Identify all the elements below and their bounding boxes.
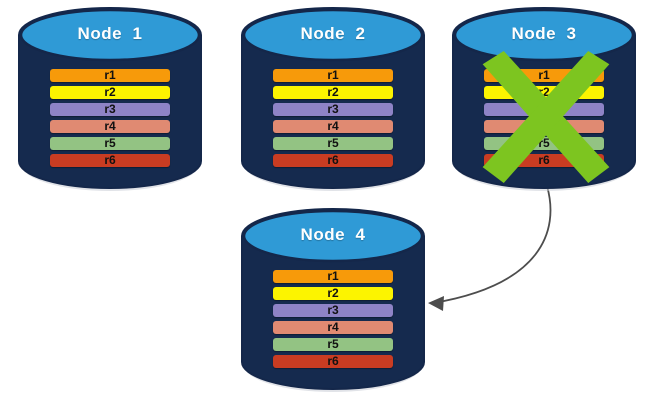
node-4-row-r3-label: r3 <box>327 303 339 317</box>
node-2-row-r4-label: r4 <box>327 119 339 133</box>
node-3-row-r2[interactable]: r2 <box>484 86 604 99</box>
node-1-row-r2[interactable]: r2 <box>50 86 170 99</box>
node-4-row-r3[interactable]: r3 <box>273 304 393 317</box>
node-2-row-r1[interactable]: r1 <box>273 69 393 82</box>
node-2-row-r3[interactable]: r3 <box>273 103 393 116</box>
node-4-row-r1-label: r1 <box>327 269 339 283</box>
node-2-row-r2[interactable]: r2 <box>273 86 393 99</box>
node-2-top-disc <box>242 8 424 62</box>
node-4-row-r1[interactable]: r1 <box>273 270 393 283</box>
node-3-row-r5[interactable]: r5 <box>484 137 604 150</box>
node-4-row-r5-label: r5 <box>327 337 339 351</box>
transfer-arrow-head <box>428 296 444 311</box>
node-4-row-r4-label: r4 <box>327 320 339 334</box>
node-1-row-r6-label: r6 <box>104 153 116 167</box>
node-3-row-r3-label: r3 <box>538 102 550 116</box>
node-1-row-r1[interactable]: r1 <box>50 69 170 82</box>
node-4-row-r5[interactable]: r5 <box>273 338 393 351</box>
node-1-row-r1-label: r1 <box>104 68 116 82</box>
node-4-row-r2[interactable]: r2 <box>273 287 393 300</box>
node-2-row-r5[interactable]: r5 <box>273 137 393 150</box>
node-4-row-r6-label: r6 <box>327 354 339 368</box>
node-2-rows: r1 r2 r3 r4 r5 r6 <box>241 69 425 167</box>
node-2-row-r6[interactable]: r6 <box>273 154 393 167</box>
node-4-top-disc <box>242 209 424 263</box>
node-4-row-r2-label: r2 <box>327 286 339 300</box>
node-3-row-r1[interactable]: r1 <box>484 69 604 82</box>
node-2-row-r6-label: r6 <box>327 153 339 167</box>
node-1-row-r3[interactable]: r3 <box>50 103 170 116</box>
node-3-row-r1-label: r1 <box>538 68 550 82</box>
node-3-row-r2-label: r2 <box>538 85 550 99</box>
node-1-rows: r1 r2 r3 r4 r5 r6 <box>18 69 202 167</box>
node-3-rows: r1 r2 r3 r4 r5 r6 <box>452 69 636 167</box>
node-3-top-disc <box>453 8 635 62</box>
node-3-row-r3[interactable]: r3 <box>484 103 604 116</box>
node-3-row-r4-label: r4 <box>538 119 550 133</box>
node-1-row-r3-label: r3 <box>104 102 116 116</box>
node-3-row-r6-label: r6 <box>538 153 550 167</box>
node-4-row-r4[interactable]: r4 <box>273 321 393 334</box>
node-2-row-r3-label: r3 <box>327 102 339 116</box>
node-2-row-r5-label: r5 <box>327 136 339 150</box>
node-1-row-r4[interactable]: r4 <box>50 120 170 133</box>
node-4-rows: r1 r2 r3 r4 r5 r6 <box>241 270 425 368</box>
node-2-row-r2-label: r2 <box>327 85 339 99</box>
node-2-row-r4[interactable]: r4 <box>273 120 393 133</box>
node-1-row-r5[interactable]: r5 <box>50 137 170 150</box>
node-2-row-r1-label: r1 <box>327 68 339 82</box>
node-3-row-r5-label: r5 <box>538 136 550 150</box>
node-1-row-r4-label: r4 <box>104 119 116 133</box>
node-3-row-r4[interactable]: r4 <box>484 120 604 133</box>
node-4-row-r6[interactable]: r6 <box>273 355 393 368</box>
transfer-arrow-path <box>432 185 552 304</box>
node-1-row-r2-label: r2 <box>104 85 116 99</box>
node-1-row-r5-label: r5 <box>104 136 116 150</box>
node-3-row-r6[interactable]: r6 <box>484 154 604 167</box>
node-1-row-r6[interactable]: r6 <box>50 154 170 167</box>
node-1-top-disc <box>19 8 201 62</box>
